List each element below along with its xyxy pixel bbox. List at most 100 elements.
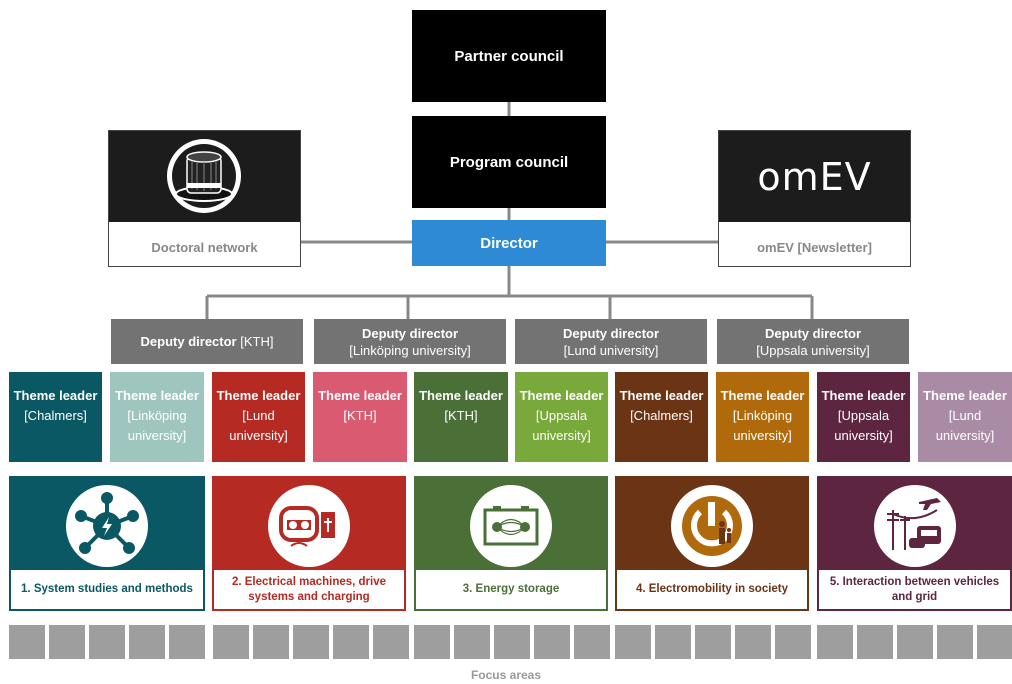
director-label: Director (480, 234, 538, 252)
focus-square (574, 625, 610, 659)
program-council-box: Program council (412, 116, 606, 208)
network-hub-icon (66, 485, 148, 567)
theme-leader-title: Theme leader (821, 388, 906, 403)
theme-leader-1: Theme leader [Chalmers] (9, 372, 102, 462)
theme-leader-affiliation: [KTH] (444, 408, 478, 423)
newsletter-logo-text: omEV (757, 154, 872, 199)
theme-leader-title: Theme leader (923, 388, 1007, 403)
theme-leader-affiliation: [Lund (948, 408, 982, 423)
focus-square (695, 625, 731, 659)
deputy-director-lund: Deputy director [Lund university] (515, 319, 707, 364)
theme-leader-affiliation: [KTH] (343, 408, 377, 423)
theme-leader-title: Theme leader (619, 388, 704, 403)
focus-square (897, 625, 933, 659)
theme-leader-affiliation-2: university] (532, 428, 591, 443)
theme-leader-affiliation: [Chalmers] (630, 408, 693, 423)
theme-leader-8: Theme leader [Linköping university] (716, 372, 809, 462)
theme-leader-affiliation: [Linköping (732, 408, 793, 423)
doctoral-network-card: Doctoral network (108, 130, 301, 267)
program-council-label: Program council (449, 153, 569, 171)
focus-square (9, 625, 45, 659)
director-box: Director (412, 220, 606, 266)
focus-square (857, 625, 893, 659)
theme-leader-6: Theme leader [Uppsala university] (515, 372, 608, 462)
deputy-director-linkoping: Deputy director [Linköping university] (314, 319, 506, 364)
partner-council-box: Partner council (412, 10, 606, 102)
theme-leader-5: Theme leader [KTH] (414, 372, 508, 462)
battery-field-icon (470, 485, 552, 567)
theme-leader-title: Theme leader (519, 388, 604, 403)
focus-area-label: 2. Electrical machines, drive systems an… (214, 570, 404, 609)
deputy-director-kth: Deputy director [KTH] (111, 319, 303, 364)
focus-square (49, 625, 85, 659)
theme-leader-affiliation: [Lund (242, 408, 275, 423)
focus-area-3: 3. Energy storage (414, 476, 608, 611)
deputy-affiliation: [Uppsala university] (756, 342, 870, 358)
theme-leader-affiliation-2: university] (834, 428, 893, 443)
focus-square (414, 625, 450, 659)
focus-square (454, 625, 490, 659)
focus-area-label: 1. System studies and methods (11, 570, 203, 609)
focus-area-1: 1. System studies and methods (9, 476, 205, 611)
focus-square (169, 625, 205, 659)
focus-area-2: 2. Electrical machines, drive systems an… (212, 476, 406, 611)
theme-leader-affiliation-2: university] (935, 428, 995, 443)
theme-leader-9: Theme leader [Uppsala university] (817, 372, 910, 462)
deputy-title: Deputy director (764, 325, 862, 341)
theme-leader-title: Theme leader (115, 388, 199, 403)
doctoral-hat-icon (167, 139, 241, 213)
newsletter-logo: omEV (719, 131, 910, 222)
focus-square (89, 625, 125, 659)
theme-leader-affiliation: [Chalmers] (24, 408, 87, 423)
focus-area-label: 3. Energy storage (416, 570, 606, 609)
theme-leader-title: Theme leader (216, 388, 301, 403)
theme-leader-7: Theme leader [Chalmers] (615, 372, 708, 462)
power-people-icon (671, 485, 753, 567)
focus-square (655, 625, 691, 659)
theme-leader-4: Theme leader [KTH] (313, 372, 407, 462)
focus-square (735, 625, 771, 659)
theme-leader-title: Theme leader (318, 388, 402, 403)
theme-leader-affiliation-2: university] (127, 428, 187, 443)
newsletter-caption: omEV [Newsletter] (757, 240, 872, 255)
theme-leader-3: Theme leader [Lund university] (212, 372, 305, 462)
focus-square (817, 625, 853, 659)
focus-square (534, 625, 570, 659)
focus-square (937, 625, 973, 659)
focus-area-4: 4. Electromobility in society (615, 476, 809, 611)
focus-area-label: 5. Interaction between vehicles and grid (819, 570, 1010, 609)
focus-square (333, 625, 369, 659)
theme-leader-title: Theme leader (419, 388, 503, 403)
deputy-title: Deputy director (361, 325, 459, 341)
deputy-affiliation: [Lund university] (563, 342, 659, 358)
focus-square (373, 625, 409, 659)
electric-machine-icon (268, 485, 350, 567)
theme-leader-affiliation-2: university] (733, 428, 792, 443)
focus-square (615, 625, 651, 659)
theme-leader-10: Theme leader [Lund university] (918, 372, 1012, 462)
focus-area-label: 4. Electromobility in society (617, 570, 807, 609)
deputy-affiliation: [KTH] (240, 334, 274, 349)
newsletter-card: omEV omEV [Newsletter] (718, 130, 911, 267)
focus-areas-footer: Focus areas (470, 668, 542, 682)
theme-leader-affiliation: [Uppsala (837, 408, 890, 423)
theme-leader-title: Theme leader (13, 388, 98, 403)
theme-leader-affiliation-2: university] (229, 428, 288, 443)
theme-leader-affiliation: [Uppsala (535, 408, 588, 423)
partner-council-label: Partner council (454, 47, 564, 65)
deputy-title: Deputy director (140, 334, 237, 349)
theme-leader-title: Theme leader (720, 388, 805, 403)
focus-square (129, 625, 165, 659)
doctoral-network-image (109, 131, 300, 222)
focus-square (775, 625, 811, 659)
theme-leader-affiliation: [Linköping (127, 408, 187, 423)
theme-leader-2: Theme leader [Linköping university] (110, 372, 204, 462)
focus-square (213, 625, 249, 659)
focus-square (494, 625, 530, 659)
focus-area-5: 5. Interaction between vehicles and grid (817, 476, 1012, 611)
focus-square (977, 625, 1012, 659)
grid-vehicles-icon (873, 485, 956, 567)
focus-square (253, 625, 289, 659)
